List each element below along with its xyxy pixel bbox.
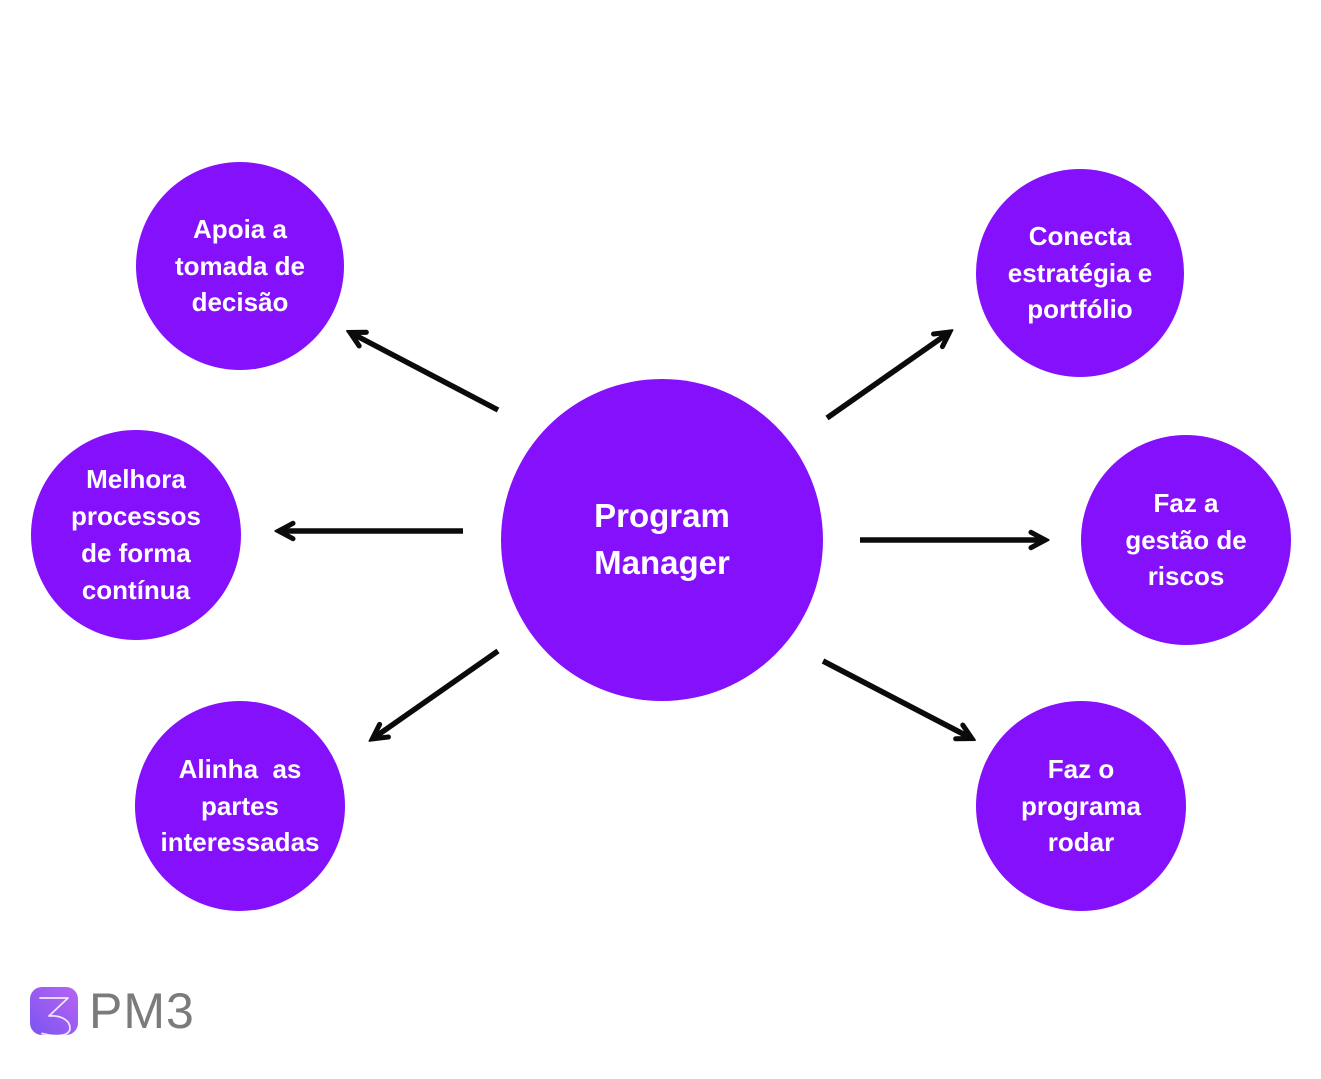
node-faz-gestao-riscos: Faz a gestão de riscos [1081,435,1291,645]
arrow-center-to-alinha-partes [375,648,500,737]
node-melhora-processos: Melhora processos de forma contínua [31,430,241,640]
pm3-wordmark: PM3 [89,983,195,1039]
node-apoia-tomada-decisao: Apoia a tomada de decisão [136,162,344,370]
node-conecta-estrategia: Conecta estratégia e portfólio [976,169,1184,377]
pm3-3-glyph-icon [39,997,71,1035]
arrow-center-to-apoia-tomada-decisao [353,334,500,413]
arrow-center-to-conecta-estrategia [825,334,947,421]
node-faz-programa-rodar: Faz o programa rodar [976,701,1186,911]
pm3-logo: PM3 [30,986,195,1036]
arrow-center-to-faz-programa-rodar [821,658,969,737]
node-program-manager: Program Manager [501,379,823,701]
node-alinha-partes: Alinha as partes interessadas [135,701,345,911]
pm3-logo-square [30,987,78,1035]
